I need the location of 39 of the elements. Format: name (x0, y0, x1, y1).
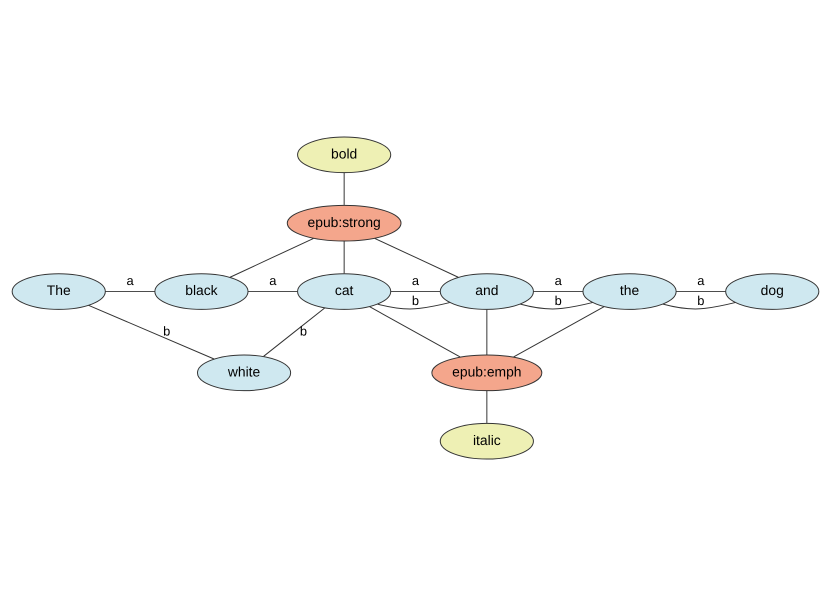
node-ellipse: bold (297, 136, 392, 173)
node-ellipse: epub:emph (431, 354, 542, 391)
connector (369, 306, 461, 357)
connector (676, 290, 726, 292)
node-ellipse: white (196, 354, 292, 391)
connector (344, 172, 345, 205)
connector (377, 302, 450, 309)
edge-label: b (412, 292, 420, 308)
edge-label: b (300, 323, 308, 338)
connector (374, 237, 459, 278)
connector (513, 306, 605, 357)
edge-label: b (163, 323, 170, 338)
node-ellipse: and (440, 272, 534, 310)
connector (230, 237, 314, 278)
connector (344, 240, 345, 274)
edge-label: a (126, 272, 134, 288)
edge-label: a (554, 272, 562, 288)
edge-label: b (554, 292, 562, 308)
node-ellipse: cat (297, 272, 392, 310)
node-ellipse: The (12, 272, 106, 310)
node-ellipse: black (154, 272, 249, 310)
connector (662, 302, 736, 309)
connector (248, 290, 298, 292)
connector (88, 304, 215, 359)
connector (486, 390, 488, 423)
connector (390, 290, 440, 292)
edge-label: b (697, 292, 704, 308)
edge-label: a (697, 272, 704, 288)
connector (520, 302, 593, 309)
connector (104, 290, 156, 292)
connector (533, 290, 584, 292)
node-ellipse: italic (440, 422, 534, 460)
node-ellipse: dog (725, 272, 820, 310)
edge-label: a (269, 272, 276, 288)
connector (263, 306, 326, 356)
edge-label: a (412, 272, 420, 288)
node-ellipse: the (582, 272, 677, 310)
connector (486, 308, 488, 355)
node-ellipse: epub:strong (286, 204, 402, 242)
